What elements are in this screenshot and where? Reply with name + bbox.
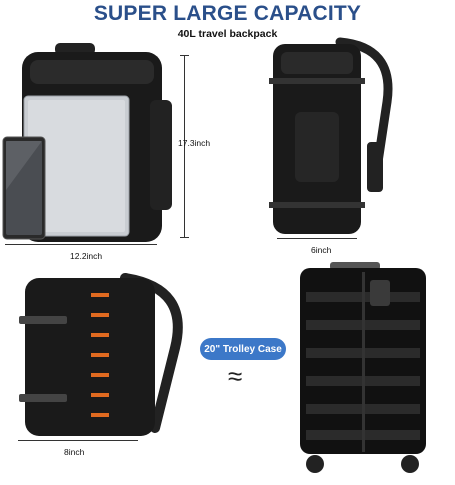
depth-top-dimension-line [277,238,357,239]
depth-bottom-label: 8inch [64,447,85,457]
approx-symbol: ≈ [228,361,243,391]
width-dimension-line [5,244,157,245]
trolley-case-image [300,262,426,473]
backpack-back-image [19,273,183,436]
strap-accent-marks [91,293,109,417]
height-tick-top [180,55,189,56]
height-dimension-line [184,55,185,237]
depth-bottom-dimension-line [18,440,138,441]
trolley-case-badge: 20" Trolley Case [200,338,286,360]
height-tick-bottom [180,237,189,238]
depth-top-label: 6inch [311,245,332,255]
height-label: 17.3inch [178,138,211,148]
page-subtitle: 40L travel backpack [177,28,278,40]
page-title: SUPER LARGE CAPACITY [93,2,362,25]
backpack-side-image [269,37,393,234]
width-label: 12.2inch [70,251,103,261]
backpack-front-image [2,43,172,242]
